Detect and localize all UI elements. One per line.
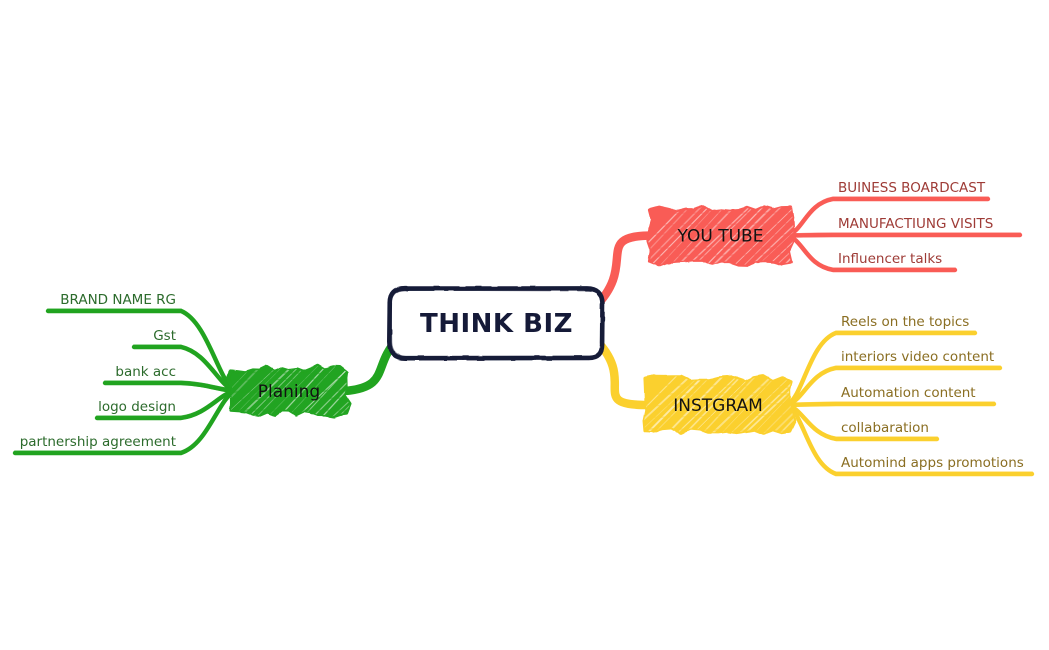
connector-instagram	[590, 334, 653, 410]
leaf-label-youtube-1[interactable]: MANUFACTIUNG VISITS	[838, 216, 993, 232]
leaf-line-youtube-1	[784, 232, 1023, 238]
scribble-texture	[648, 206, 794, 266]
leaf-label-planing-0[interactable]: BRAND NAME RG	[60, 292, 176, 308]
leaf-label-instagram-2[interactable]: Automation content	[841, 385, 976, 401]
leaf-line-instagram-2	[784, 401, 997, 408]
text-layer: BUINESS BOARDCAST MANUFACTIUNG VISITS Infl…	[20, 180, 1024, 471]
leaf-label-planing-3[interactable]: logo design	[98, 399, 176, 415]
leaf-label-instagram-4[interactable]: Automind apps promotions	[841, 455, 1024, 471]
leaf-label-planing-1[interactable]: Gst	[153, 328, 176, 344]
leaf-label-instagram-0[interactable]: Reels on the topics	[841, 314, 969, 330]
leaf-label-planing-4[interactable]: partnership agreement	[20, 434, 176, 450]
branch-node-label-instagram: INSTGRAM	[673, 396, 763, 416]
leaf-label-youtube-0[interactable]: BUINESS BOARDCAST	[838, 180, 986, 196]
leaf-line-planing-2	[102, 380, 238, 394]
leaf-line-planing-4	[12, 388, 238, 456]
branch-node-instagram[interactable]	[617, 374, 886, 436]
leaf-label-youtube-2[interactable]: Influencer talks	[838, 251, 942, 267]
branch-node-label-planing: Planing	[258, 382, 320, 402]
leaf-label-planing-2[interactable]: bank acc	[115, 364, 176, 380]
connector-youtube	[590, 231, 658, 312]
branch-node-planing[interactable]	[203, 364, 428, 418]
center-node-label: THINK BIZ	[420, 309, 573, 339]
scribble-texture	[228, 365, 350, 417]
leaf-label-instagram-1[interactable]: interiors video content	[841, 349, 994, 365]
branch-node-youtube[interactable]	[625, 204, 889, 267]
node-layer	[203, 204, 889, 436]
leaf-label-instagram-3[interactable]: collabaration	[841, 420, 929, 436]
branch-node-label-youtube: YOU TUBE	[677, 227, 764, 247]
